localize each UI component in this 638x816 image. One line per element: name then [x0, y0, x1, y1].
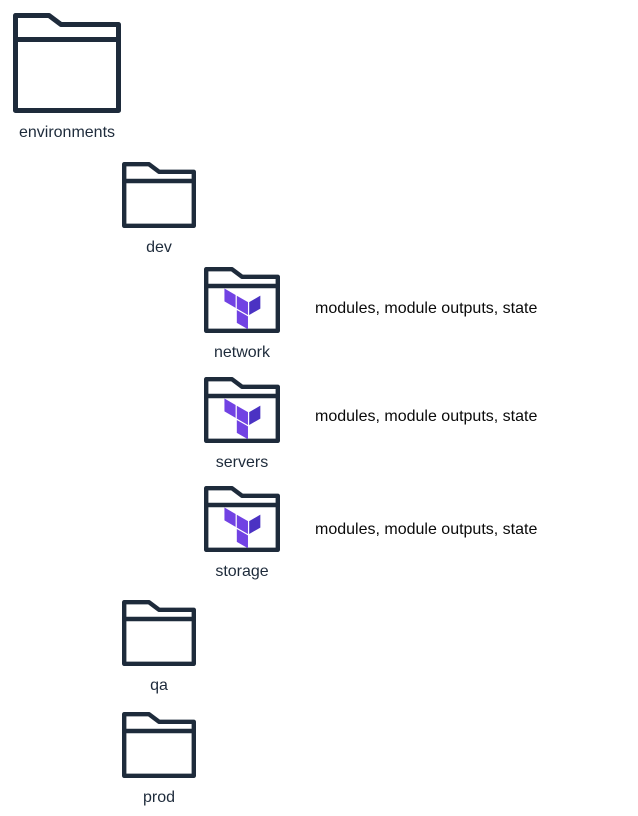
terraform-folder-icon — [204, 486, 280, 552]
annotation-storage: modules, module outputs, state — [315, 521, 538, 538]
terraform-logo-icon — [224, 507, 261, 549]
terraform-folder-icon — [204, 377, 280, 443]
node-servers: servers — [204, 377, 280, 471]
folder-label: dev — [146, 239, 172, 256]
terraform-logo-icon — [224, 288, 261, 330]
node-network: network — [204, 267, 280, 361]
folder-icon — [122, 162, 196, 228]
node-prod: prod — [122, 712, 196, 806]
folder-label: network — [213, 344, 271, 361]
terraform-folder-icon — [204, 267, 280, 333]
terraform-logo-icon — [224, 398, 261, 440]
folder-icon — [122, 600, 196, 666]
folder-label: qa — [150, 677, 168, 694]
annotation-network: modules, module outputs, state — [315, 300, 538, 317]
node-qa: qa — [122, 600, 196, 694]
folder-label: prod — [142, 789, 176, 806]
node-dev: dev — [122, 162, 196, 256]
folder-label: servers — [215, 454, 269, 471]
folder-icon — [13, 13, 121, 113]
folder-icon — [122, 712, 196, 778]
node-environments: environments — [13, 13, 121, 141]
annotation-servers: modules, module outputs, state — [315, 408, 538, 425]
folder-label: storage — [215, 563, 269, 580]
folder-label: environments — [18, 124, 116, 141]
node-storage: storage — [204, 486, 280, 580]
